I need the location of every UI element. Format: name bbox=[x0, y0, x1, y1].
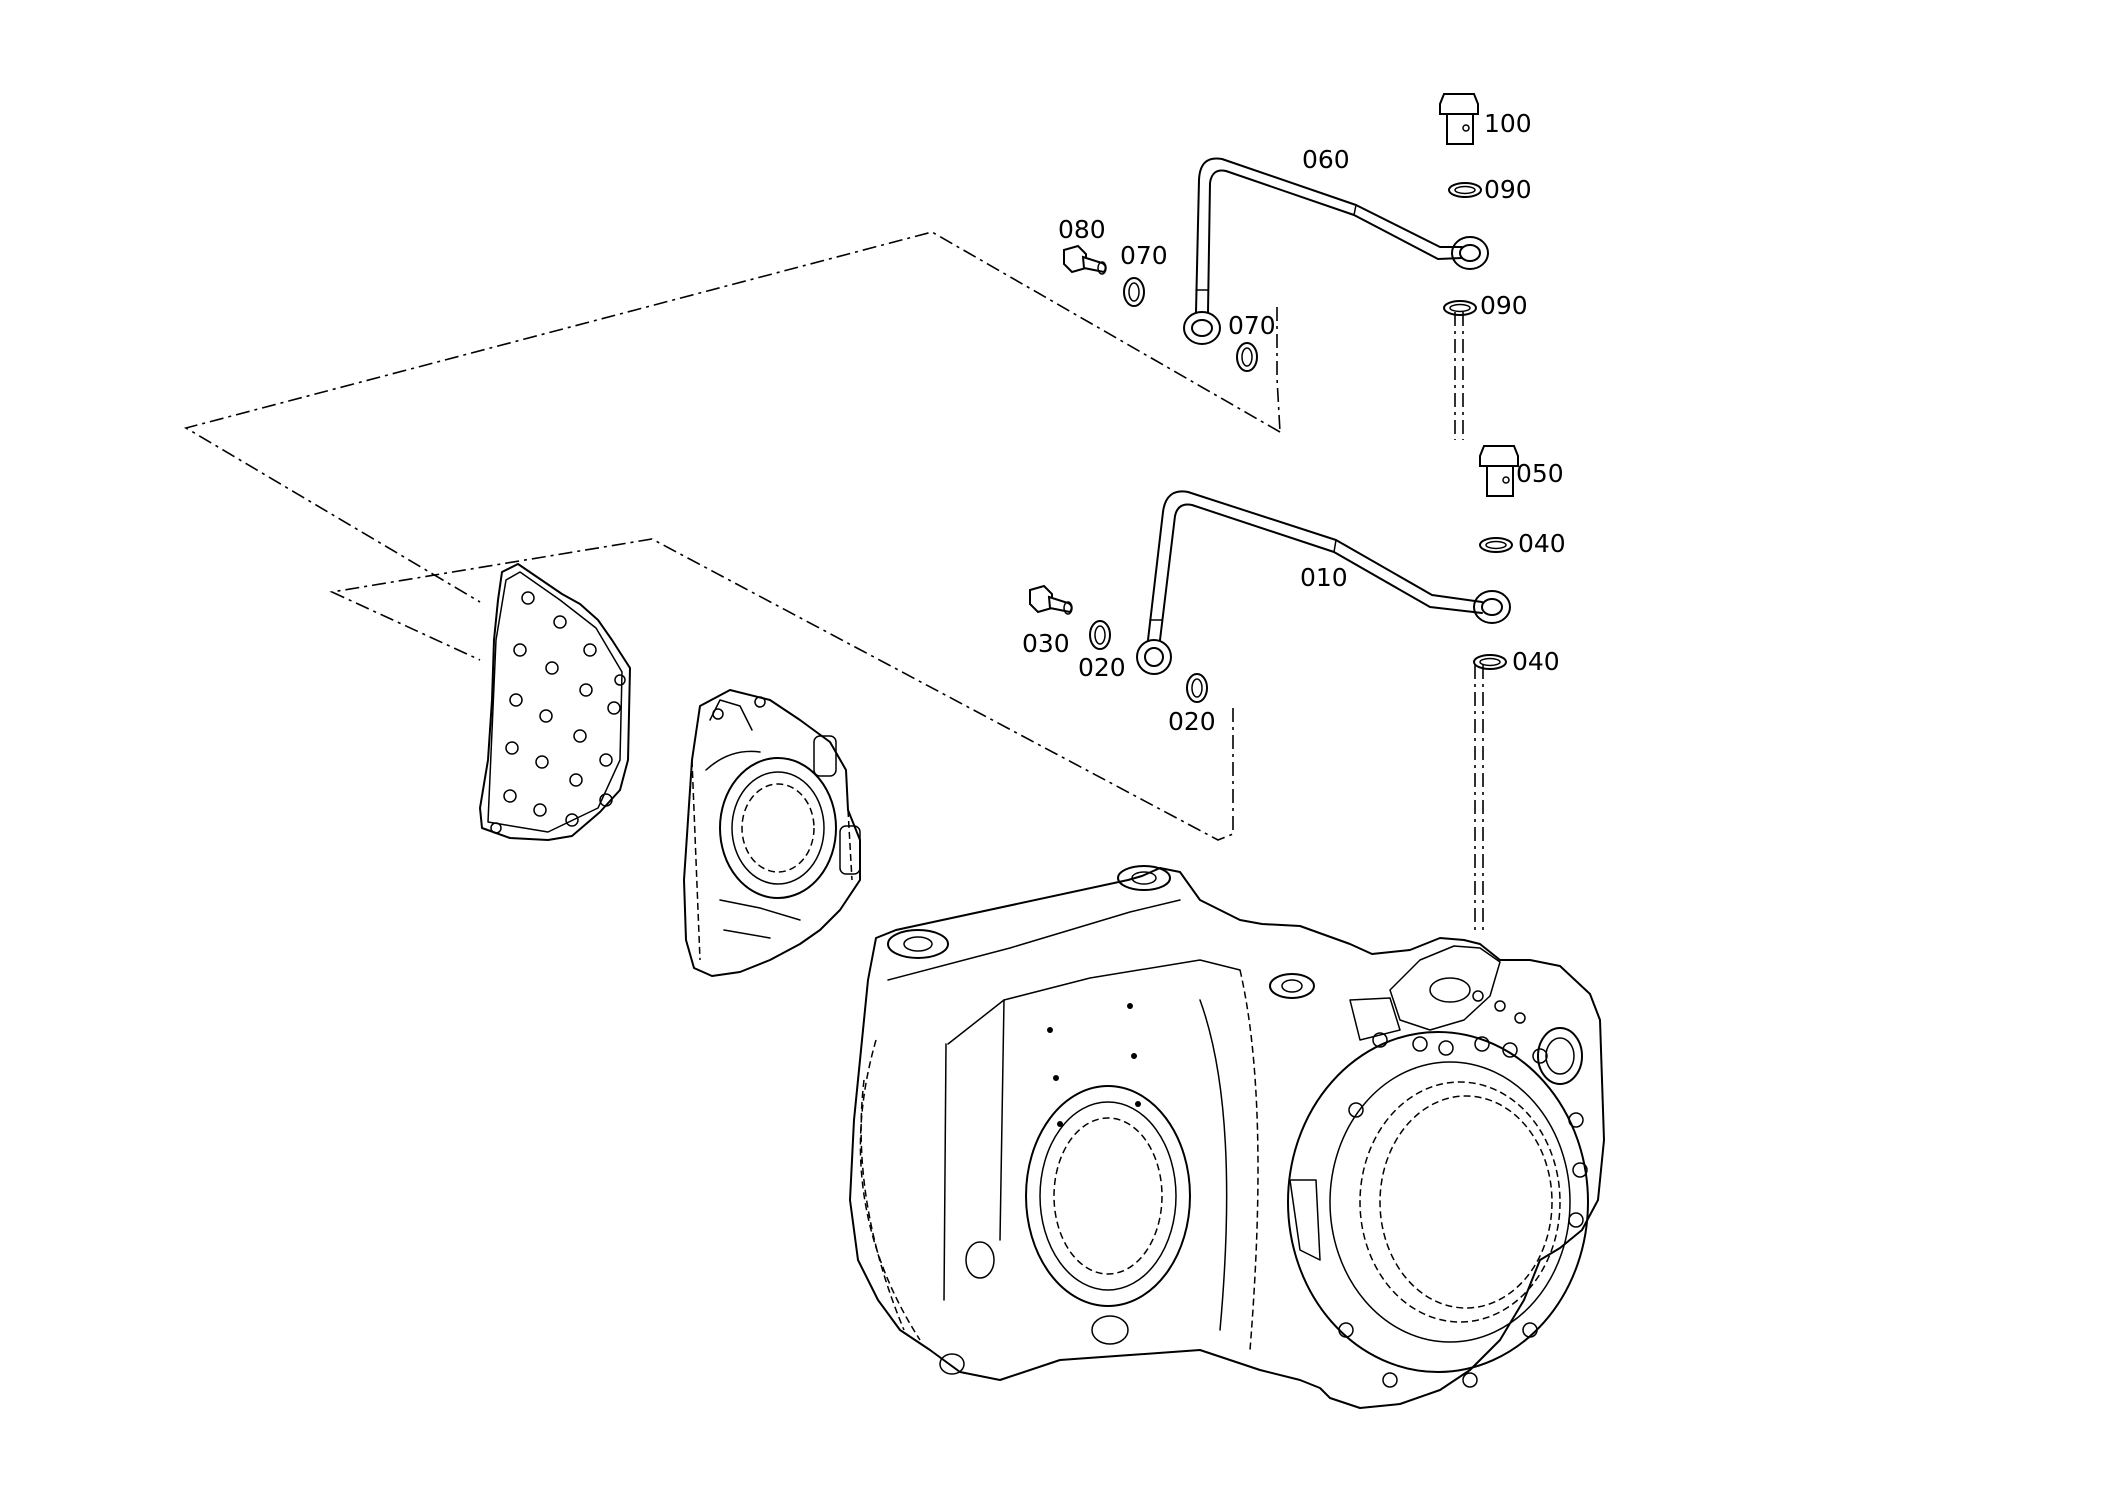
callout-070b: 070 bbox=[1228, 311, 1276, 340]
callout-090b: 090 bbox=[1480, 291, 1528, 320]
valve-housing bbox=[683, 689, 861, 977]
screw-plug-080 bbox=[1063, 244, 1107, 275]
seal-rings bbox=[1089, 182, 1513, 703]
pipe-010 bbox=[1136, 490, 1511, 675]
callout-020a: 020 bbox=[1078, 653, 1126, 682]
callout-040b: 040 bbox=[1512, 647, 1560, 676]
callout-070a: 070 bbox=[1120, 241, 1168, 270]
banjo-bolt-100 bbox=[1439, 93, 1479, 145]
transmission-housing bbox=[849, 865, 1605, 1409]
assembly-guide-lines bbox=[183, 231, 1484, 935]
callout-labels: 100 060 090 080 070 090 070 050 040 010 … bbox=[1022, 109, 1566, 736]
callout-020b: 020 bbox=[1168, 707, 1216, 736]
pipe-060 bbox=[1183, 157, 1489, 345]
callout-090a: 090 bbox=[1484, 175, 1532, 204]
gasket-plate bbox=[479, 563, 631, 841]
banjo-bolt-050 bbox=[1479, 445, 1519, 497]
callout-040a: 040 bbox=[1518, 529, 1566, 558]
screw-plug-030 bbox=[1029, 584, 1073, 615]
callout-030: 030 bbox=[1022, 629, 1070, 658]
callout-080: 080 bbox=[1058, 215, 1106, 244]
callout-100: 100 bbox=[1484, 109, 1532, 138]
callout-060: 060 bbox=[1302, 145, 1350, 174]
callout-050: 050 bbox=[1516, 459, 1564, 488]
callout-010: 010 bbox=[1300, 563, 1348, 592]
